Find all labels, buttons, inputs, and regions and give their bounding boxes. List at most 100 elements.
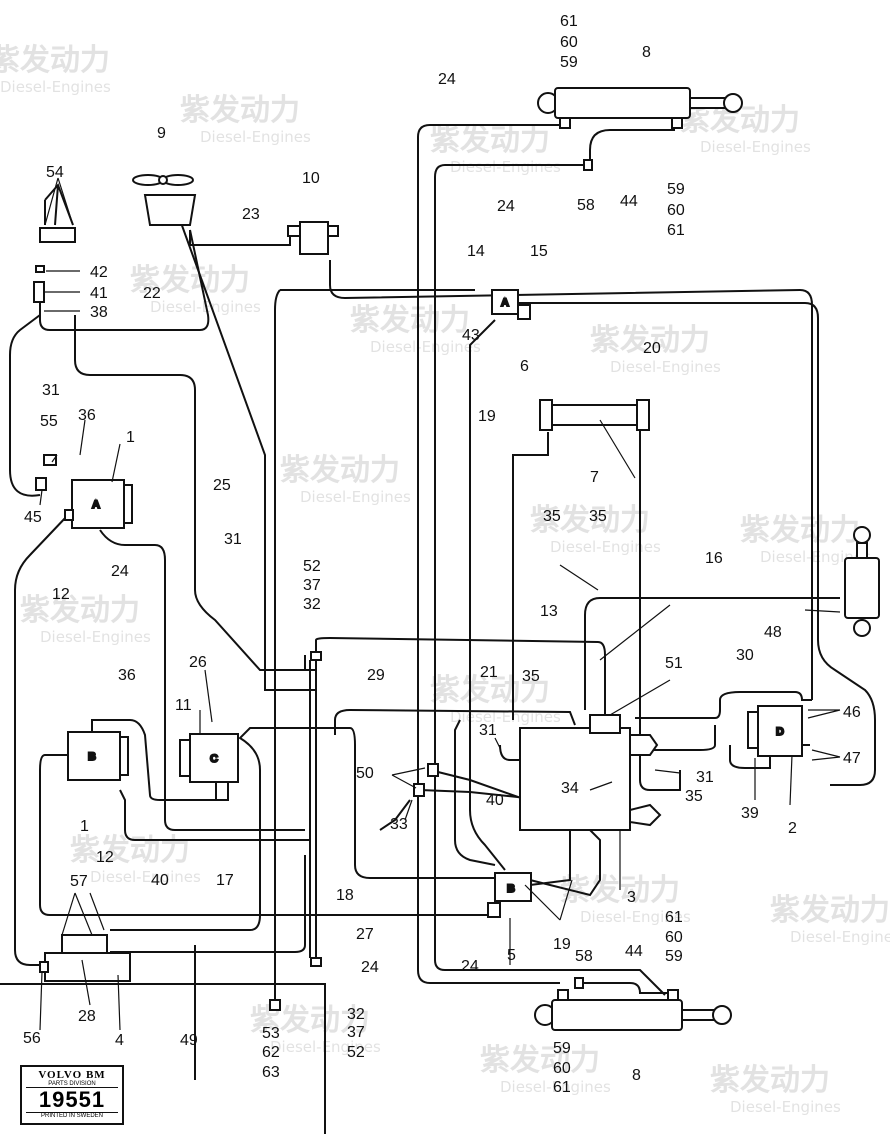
label-54: 54 [46, 164, 64, 181]
cylinder-barrel [554, 87, 691, 119]
watermark: 紫发动力 Diesel-Engines [480, 1043, 611, 1096]
watermark: 紫发动力 Diesel-Engines [280, 453, 411, 506]
fan-hub [158, 175, 168, 185]
callout-labels: 61 60 59 8 24 54 9 10 23 24 58 44 59 60 … [23, 13, 861, 1096]
svg-text:紫发动力: 紫发动力 [710, 1063, 830, 1098]
label-18: 18 [336, 887, 354, 904]
label-37: 37 [347, 1024, 365, 1041]
filter-10 [287, 221, 339, 255]
label-61: 61 [560, 13, 578, 30]
watermark: 紫发动力 Diesel-Engines [740, 513, 871, 566]
label-47: 47 [843, 750, 861, 767]
label-24: 24 [438, 71, 456, 88]
line-24-inner [434, 164, 666, 996]
line-19 [469, 319, 506, 871]
label-46: 46 [843, 704, 861, 721]
label-50: 50 [356, 765, 374, 782]
label-52: 52 [347, 1044, 365, 1061]
watermark: 紫发动力 Diesel-Engines [590, 323, 721, 376]
label-22: 22 [143, 285, 161, 302]
svg-text:Diesel-Engines: Diesel-Engines [0, 78, 111, 96]
port-59 [667, 989, 679, 1001]
label-43: 43 [462, 327, 480, 344]
label-31: 31 [696, 769, 714, 786]
port-59 [557, 989, 569, 1001]
line-26-52 [274, 289, 475, 1000]
label-61: 61 [665, 909, 683, 926]
line-16 [584, 597, 840, 710]
line-12-lower [39, 754, 495, 916]
cylinder-7 [539, 399, 650, 431]
watermark: 紫发动力 Diesel-Engines [710, 1063, 841, 1116]
label-16: 16 [705, 550, 723, 567]
watermark: 紫发动力 Diesel-Engines [430, 123, 561, 176]
watermark: 紫发动力 Diesel-Engines [530, 503, 661, 556]
port-59 [671, 117, 683, 129]
label-14: 14 [467, 243, 485, 260]
label-4: 4 [115, 1032, 124, 1049]
watermark: 紫发动力 Diesel-Engines [0, 43, 111, 96]
valve-b-5: B [487, 872, 532, 918]
line-21 [454, 719, 496, 866]
label-51: 51 [665, 655, 683, 672]
svg-text:Diesel-Engines: Diesel-Engines [790, 928, 890, 946]
label-15: 15 [530, 243, 548, 260]
label-1: 1 [126, 429, 135, 446]
label-35: 35 [543, 508, 561, 525]
label-37: 37 [303, 577, 321, 594]
line-24-left [99, 529, 305, 831]
svg-text:紫发动力: 紫发动力 [590, 323, 710, 358]
svg-text:Diesel-Engines: Diesel-Engines [500, 1078, 611, 1096]
label-40: 40 [486, 792, 504, 809]
label-31: 31 [479, 722, 497, 739]
valve-a-6: A [491, 289, 531, 320]
label-59: 59 [560, 54, 578, 71]
pump-a-letter: A [92, 499, 100, 511]
label-26: 26 [189, 654, 207, 671]
label-59: 59 [667, 181, 685, 198]
label-24: 24 [497, 198, 515, 215]
label-48: 48 [764, 624, 782, 641]
label-23: 23 [242, 206, 260, 223]
svg-text:Diesel-Engines: Diesel-Engines [760, 548, 871, 566]
label-56: 56 [23, 1030, 41, 1047]
svg-text:Diesel-Engines: Diesel-Engines [450, 158, 561, 176]
label-55: 55 [40, 413, 58, 430]
label-28: 28 [78, 1008, 96, 1025]
svg-text:紫发动力: 紫发动力 [430, 123, 550, 158]
label-59: 59 [553, 1040, 571, 1057]
line-36 [91, 719, 220, 801]
label-53: 53 [262, 1025, 280, 1042]
pump-d: D [747, 705, 803, 757]
label-60: 60 [553, 1060, 571, 1077]
label-32: 32 [347, 1006, 365, 1023]
label-36: 36 [118, 667, 136, 684]
control-valve-3 [519, 714, 662, 831]
breather-54 [33, 183, 76, 303]
pump-c-letter: C [210, 753, 218, 765]
line-44-top [589, 129, 675, 165]
label-42: 42 [90, 264, 108, 281]
valve-a-letter: A [501, 297, 509, 309]
line-40 [119, 789, 310, 841]
label-60: 60 [665, 929, 683, 946]
cylinder-eye [723, 93, 743, 113]
callout-leaders [39, 177, 841, 1031]
label-10: 10 [302, 170, 320, 187]
svg-text:紫发动力: 紫发动力 [280, 453, 400, 488]
svg-text:紫发动力: 紫发动力 [0, 43, 110, 78]
svg-text:紫发动力: 紫发动力 [430, 673, 550, 708]
pump-a: A [35, 454, 133, 529]
label-62: 62 [262, 1044, 280, 1061]
badge-brand: VOLVO BM [38, 1069, 106, 1081]
label-35: 35 [589, 508, 607, 525]
label-58: 58 [575, 948, 593, 965]
svg-text:Diesel-Engines: Diesel-Engines [40, 628, 151, 646]
hydraulic-lines [0, 124, 876, 1134]
line-35-right [639, 430, 681, 791]
svg-text:Diesel-Engines: Diesel-Engines [90, 868, 201, 886]
label-3: 3 [627, 889, 636, 906]
badge-number: 19551 [38, 1087, 106, 1112]
label-60: 60 [560, 34, 578, 51]
svg-text:紫发动力: 紫发动力 [180, 93, 300, 128]
